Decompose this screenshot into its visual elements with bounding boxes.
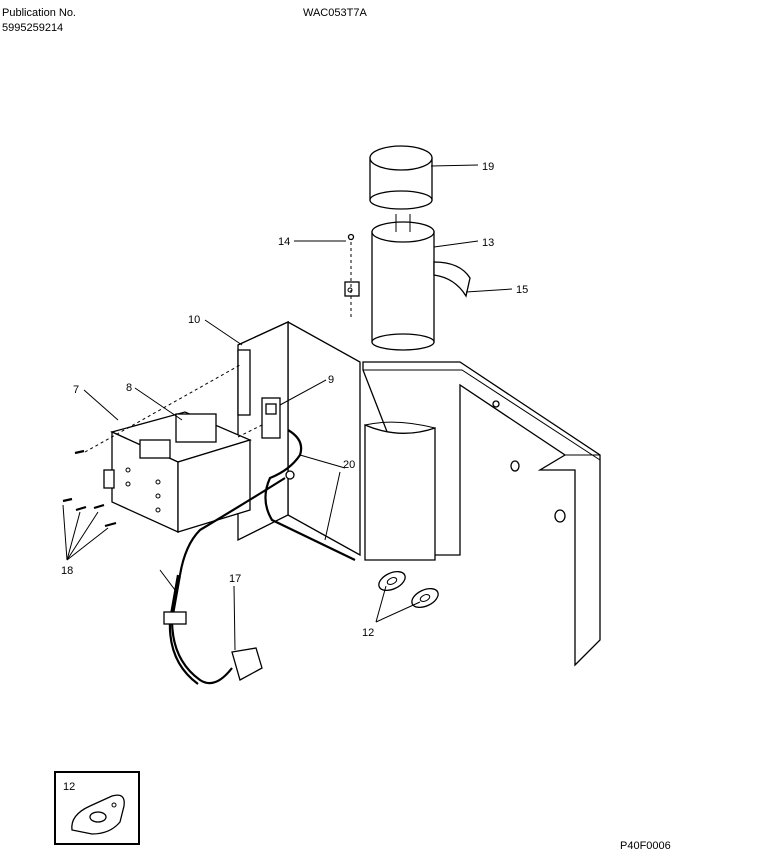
callout-12: 12 bbox=[362, 627, 374, 639]
capacitor-boot bbox=[369, 145, 433, 210]
strap-screw bbox=[347, 233, 355, 318]
capacitor bbox=[371, 214, 435, 351]
screws bbox=[62, 449, 117, 528]
callout-14: 14 bbox=[278, 236, 290, 248]
leader-lines bbox=[62, 164, 513, 651]
callout-7: 7 bbox=[73, 384, 79, 396]
callout-10: 10 bbox=[188, 314, 200, 326]
figure-code: P40F0006 bbox=[620, 840, 671, 852]
switch bbox=[261, 397, 281, 439]
publication-label: Publication No. bbox=[2, 7, 76, 19]
callout-18: 18 bbox=[61, 565, 73, 577]
inset-detail-box: 12 bbox=[54, 771, 140, 845]
assembly-lines bbox=[84, 364, 263, 453]
control-box bbox=[103, 411, 252, 534]
callout-15: 15 bbox=[516, 284, 528, 296]
wiring-harness bbox=[178, 429, 356, 576]
callout-8: 8 bbox=[126, 382, 132, 394]
grommets bbox=[378, 570, 439, 609]
callout-19: 19 bbox=[482, 161, 494, 173]
model-number: WAC053T7A bbox=[303, 7, 367, 19]
callout-9: 9 bbox=[328, 374, 334, 386]
publication-number: 5995259214 bbox=[2, 22, 64, 34]
callout-17: 17 bbox=[229, 573, 241, 585]
air-duct bbox=[364, 421, 436, 561]
power-cord bbox=[159, 569, 263, 685]
callout-13: 13 bbox=[482, 237, 494, 249]
capacitor-strap bbox=[344, 261, 471, 298]
inset-callout-12: 12 bbox=[63, 781, 75, 793]
callout-20: 20 bbox=[343, 459, 355, 471]
